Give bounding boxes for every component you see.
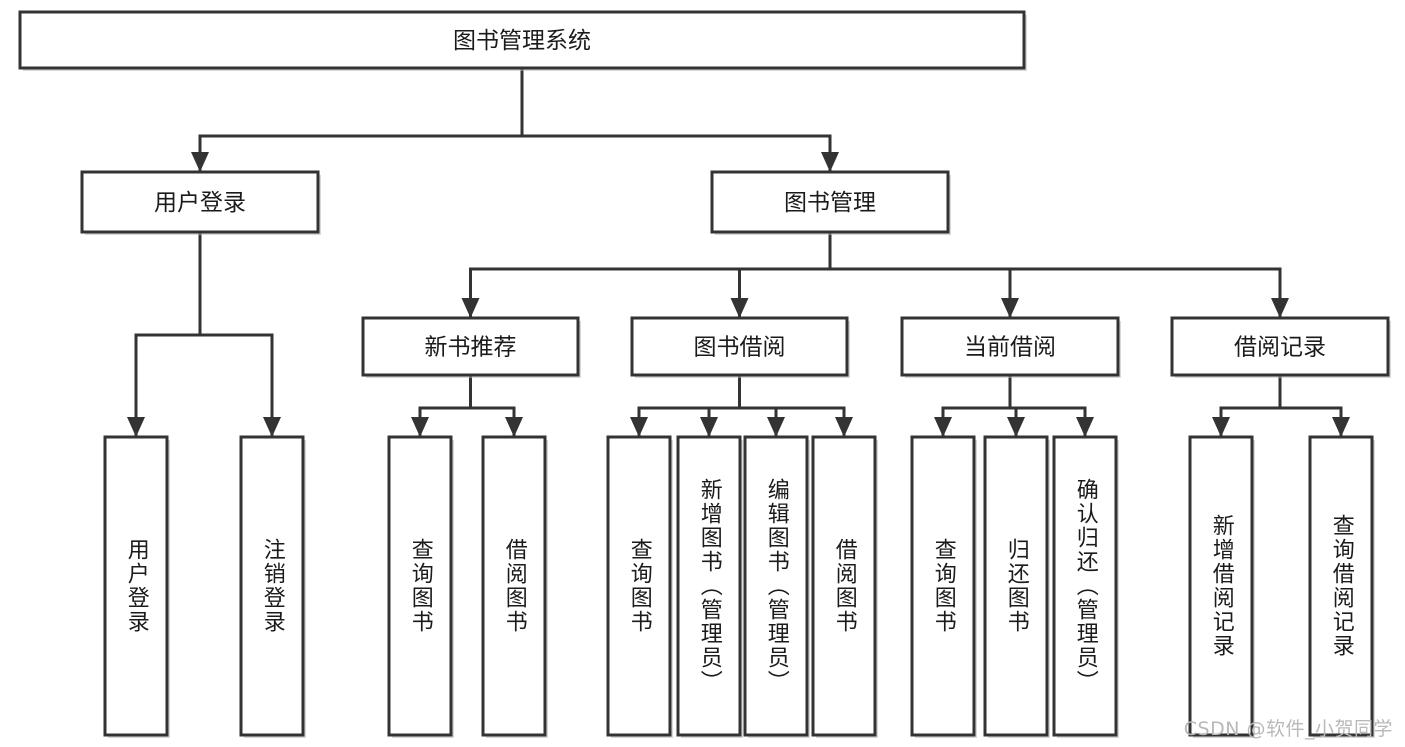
arrow-borrow-edit-book <box>767 417 785 437</box>
arrow-borrow-query-book <box>630 417 648 437</box>
arrow-record-add <box>1212 417 1230 437</box>
node-user-login[interactable]: 用户登录 <box>80 170 321 235</box>
node-current-borrow[interactable]: 当前借阅 <box>900 316 1121 378</box>
arrow-user-login <box>191 152 209 172</box>
node-label-user-login: 用户登录 <box>154 190 246 216</box>
node-label-root: 图书管理系统 <box>453 28 591 54</box>
node-book-borrow[interactable]: 图书借阅 <box>630 316 850 378</box>
node-user-login-do[interactable] <box>103 435 170 738</box>
node-borrow-query-book[interactable] <box>606 435 673 738</box>
arrow-current-query-book <box>934 417 952 437</box>
arrow-current-return-book <box>1007 417 1025 437</box>
node-label-current-borrow: 当前借阅 <box>964 335 1056 361</box>
arrow-borrow-record <box>1271 298 1289 318</box>
arrow-recommend-borrow-book <box>505 417 523 437</box>
node-user-logout[interactable] <box>239 435 306 738</box>
arrow-book-management <box>821 152 839 172</box>
arrow-borrow-borrow-book <box>835 417 853 437</box>
node-label-book-management: 图书管理 <box>784 190 876 216</box>
arrow-borrow-add-book <box>700 417 718 437</box>
arrow-current-confirm-return <box>1076 417 1094 437</box>
arrow-book-borrow <box>730 298 749 318</box>
node-borrow-borrow-book[interactable] <box>811 435 878 738</box>
arrow-new-book-recommend <box>461 298 480 318</box>
node-recommend-query-book[interactable] <box>387 435 454 738</box>
arrow-user-login-do <box>127 417 145 437</box>
node-label-book-borrow: 图书借阅 <box>694 335 786 361</box>
node-current-query-book[interactable] <box>910 435 977 738</box>
node-borrow-add-book[interactable] <box>676 435 743 738</box>
node-recommend-borrow-book[interactable] <box>481 435 548 738</box>
node-record-query[interactable] <box>1308 435 1375 738</box>
node-book-management[interactable]: 图书管理 <box>710 170 951 235</box>
node-new-book-recommend[interactable]: 新书推荐 <box>361 316 581 378</box>
edges-layer <box>127 66 1350 438</box>
node-borrow-edit-book[interactable] <box>743 435 810 738</box>
node-borrow-record[interactable]: 借阅记录 <box>1170 316 1391 378</box>
node-current-return-book[interactable] <box>983 435 1050 738</box>
arrow-current-borrow <box>1001 298 1019 318</box>
node-label-new-book-recommend: 新书推荐 <box>425 335 517 361</box>
node-label-borrow-record: 借阅记录 <box>1234 335 1326 361</box>
node-root[interactable]: 图书管理系统 <box>18 10 1027 71</box>
node-record-add[interactable] <box>1188 435 1255 738</box>
arrow-recommend-query-book <box>411 417 429 437</box>
node-current-confirm-return[interactable] <box>1052 435 1119 738</box>
arrow-user-logout <box>263 417 281 437</box>
arrow-record-query <box>1332 417 1350 437</box>
